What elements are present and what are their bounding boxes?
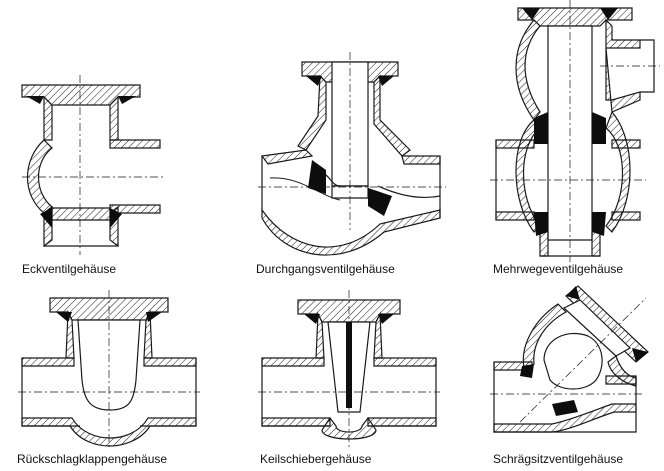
eckventil-drawing xyxy=(21,75,165,255)
caption-durchgangsventil: Durchgangsventilgehäuse xyxy=(256,262,395,276)
caption-mehrwegeventil: Mehrwegeventilgehäuse xyxy=(493,262,624,276)
rueckschlagklappen-drawing xyxy=(18,290,200,450)
schraegsitzventil-drawing xyxy=(490,285,649,433)
durchgangsventil-drawing xyxy=(258,52,446,256)
caption-schraegsitzventil: Schrägsitzventilgehäuse xyxy=(493,452,624,466)
caption-rueckschlagklappen: Rückschlagklappengehäuse xyxy=(17,452,168,466)
caption-eckventil: Eckventilgehäuse xyxy=(22,262,117,276)
caption-keilschieber: Keilschiebergehäuse xyxy=(260,452,372,466)
keilschieber-drawing xyxy=(258,290,440,450)
mehrwegeventil-drawing xyxy=(490,0,660,262)
